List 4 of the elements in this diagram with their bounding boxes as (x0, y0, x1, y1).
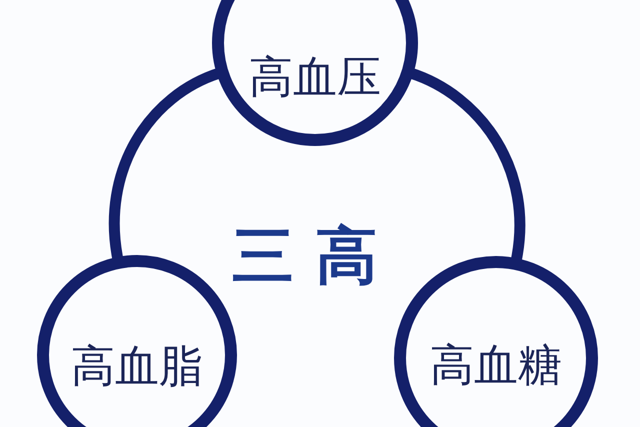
node-label: 高血糖 (430, 344, 562, 388)
center-title: 三 高 (232, 225, 378, 287)
node-label: 高血压 (249, 56, 381, 100)
node-label: 高血脂 (71, 345, 203, 389)
